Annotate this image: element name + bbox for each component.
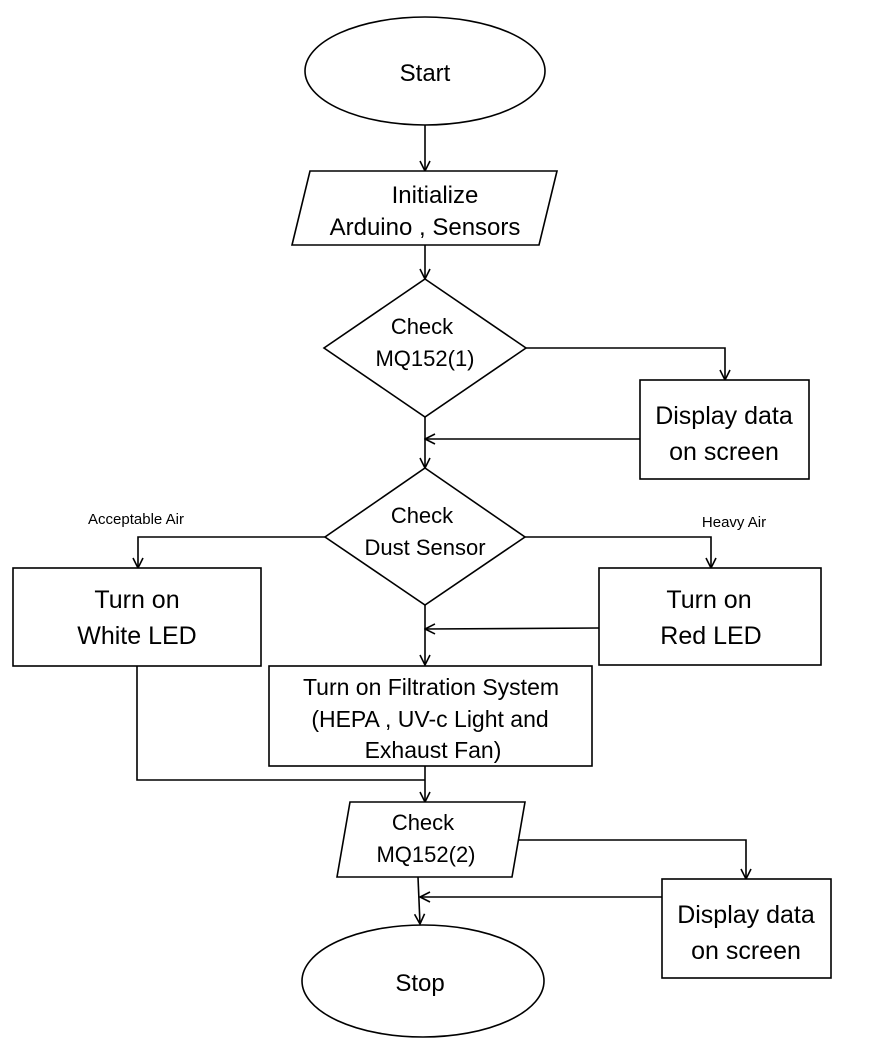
filtration-system-label-line-1: Turn on Filtration System <box>303 674 559 700</box>
check-dust-sensor-label-line-1: Check <box>391 503 454 528</box>
stop-terminal-shape <box>301 924 545 1038</box>
display-data-1-label-line-1: Display data <box>655 402 793 430</box>
white-led-label-line-2: White LED <box>77 622 196 650</box>
node-start: Start <box>304 16 546 126</box>
start-label: Start <box>400 60 451 87</box>
white-led-label-line-1: Turn on <box>94 586 179 614</box>
red-led-process-shape <box>598 567 822 666</box>
edge-check-mq1-to-display1 <box>526 347 725 380</box>
display-data-1-process-shape <box>639 379 810 480</box>
check-mq152-1-label-line-2: MQ152(1) <box>375 346 474 371</box>
display-data-1-label-line-2: on screen <box>669 438 779 466</box>
stop-label: Stop <box>395 970 444 997</box>
display-data-2-process-shape <box>661 878 832 979</box>
edge-check-dust-to-white-led <box>138 536 325 568</box>
check-mq152-2-io-shape <box>336 801 526 878</box>
check-mq152-1-decision-shape <box>322 278 528 418</box>
check-mq152-2-label-line-1: Check <box>392 810 455 835</box>
initialize-label-line-1: Initialize <box>392 182 479 209</box>
edge-check-dust-to-red-led <box>525 536 711 568</box>
check-mq152-1-label-line-1: Check <box>391 314 454 339</box>
display-data-2-label-line-1: Display data <box>677 901 815 929</box>
filtration-system-label-line-3: Exhaust Fan) <box>365 737 502 763</box>
connectors <box>137 125 746 924</box>
filtration-system-process-shape <box>268 665 593 767</box>
edge-check-mq2-to-stop <box>418 876 420 924</box>
display-data-2-label-line-2: on screen <box>691 937 801 965</box>
node-stop: Stop <box>301 924 545 1038</box>
red-led-label-line-2: Red LED <box>660 622 761 650</box>
filtration-system-label-line-2: (HEPA , UV-c Light and <box>311 706 548 732</box>
node-check-dust-sensor: Check Dust Sensor <box>323 467 527 606</box>
edge-label-acceptable-air: Acceptable Air <box>88 511 184 528</box>
edge-label-heavy-air: Heavy Air <box>702 514 766 531</box>
edge-white-led-to-check-mq2 <box>136 666 425 781</box>
node-initialize: Initialize Arduino , Sensors <box>290 170 559 246</box>
red-led-label-line-1: Turn on <box>666 586 751 614</box>
node-red-led: Turn on Red LED <box>598 567 822 666</box>
node-display-data-1: Display data on screen <box>639 379 810 480</box>
node-filtration-system: Turn on Filtration System (HEPA , UV-c L… <box>268 665 593 767</box>
check-mq152-2-label-line-2: MQ152(2) <box>376 842 475 867</box>
node-check-mq152-1: Check MQ152(1) <box>322 278 528 418</box>
edge-check-mq2-to-display2 <box>512 839 746 879</box>
edge-red-led-to-filtration <box>425 628 600 629</box>
white-led-process-shape <box>12 567 262 667</box>
initialize-label-line-2: Arduino , Sensors <box>330 214 521 241</box>
check-dust-sensor-decision-shape <box>323 467 527 606</box>
start-terminal-shape <box>304 16 546 126</box>
check-dust-sensor-label-line-2: Dust Sensor <box>364 535 485 560</box>
node-check-mq152-2: Check MQ152(2) <box>336 801 526 878</box>
initialize-io-shape <box>290 170 559 246</box>
node-white-led: Turn on White LED <box>12 567 262 667</box>
node-display-data-2: Display data on screen <box>661 878 832 979</box>
